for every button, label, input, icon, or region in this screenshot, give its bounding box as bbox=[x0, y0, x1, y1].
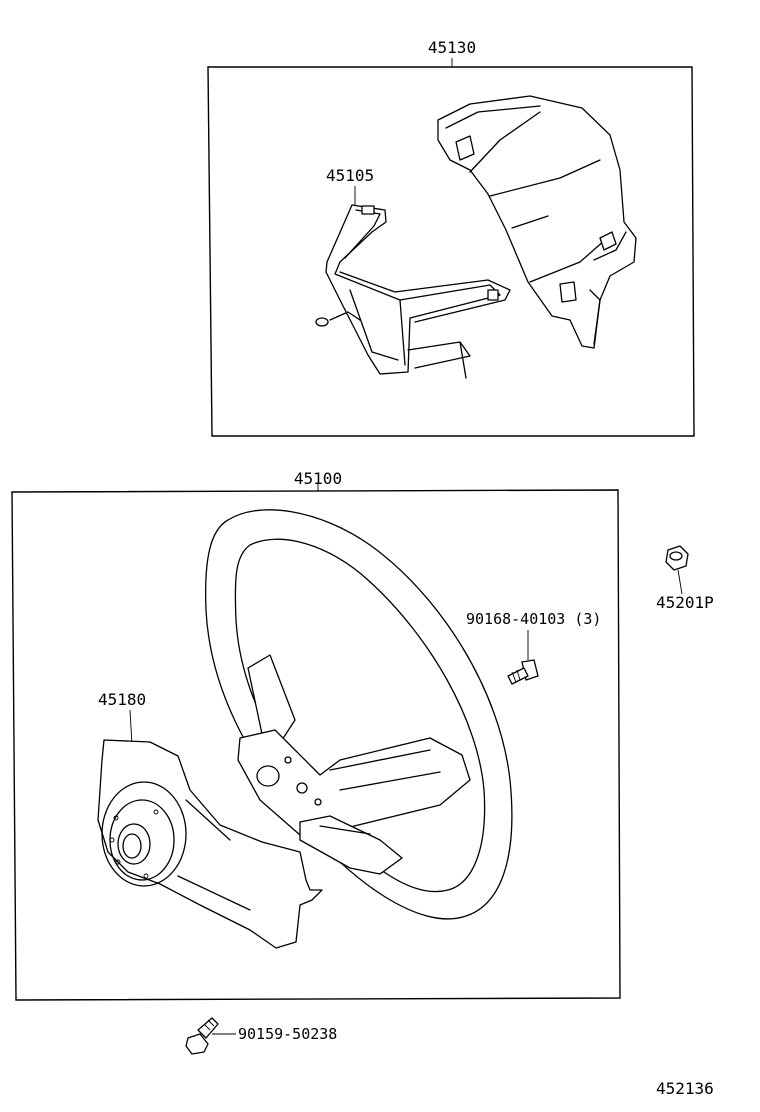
nut-45201p-drawing bbox=[665, 545, 689, 595]
label-45201p: 45201P bbox=[656, 593, 714, 612]
label-45130: 45130 bbox=[428, 38, 476, 57]
screw-90168-40103-drawing bbox=[507, 659, 539, 685]
label-45105: 45105 bbox=[326, 166, 374, 185]
pad-45180-drawing bbox=[97, 739, 323, 949]
bolt-90159-50238-drawing bbox=[185, 1017, 236, 1055]
label-bolt-90159-50238: 90159-50238 bbox=[238, 1025, 337, 1043]
label-45180: 45180 bbox=[98, 690, 146, 709]
label-screw-90168-40103: 90168-40103 (3) bbox=[466, 610, 601, 628]
group-box-45100 bbox=[11, 484, 621, 1001]
cover-45130-drawing bbox=[437, 95, 637, 349]
group-box-45130 bbox=[207, 58, 695, 437]
label-45100: 45100 bbox=[294, 469, 342, 488]
bracket-45105-drawing bbox=[315, 204, 511, 379]
diagram-id: 452136 bbox=[656, 1079, 714, 1098]
steering-wheel-drawing bbox=[205, 509, 513, 920]
